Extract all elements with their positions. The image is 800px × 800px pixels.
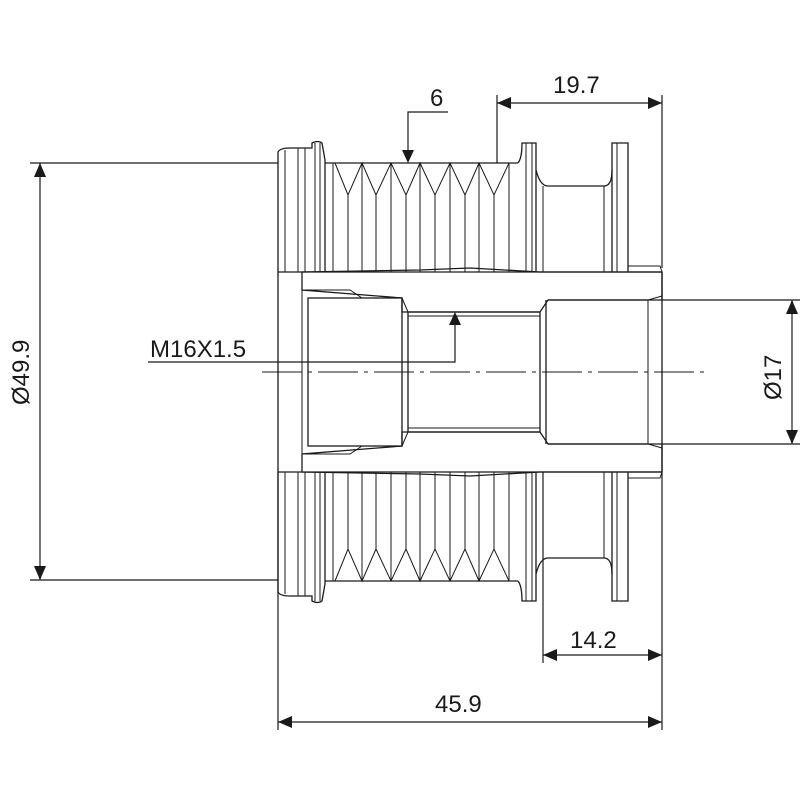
outer-diameter-label: Ø49.9	[8, 340, 35, 405]
dimension-hub-length: 14.2	[542, 472, 663, 730]
dimension-total-length: 45.9	[277, 472, 662, 730]
groove-count-label: 6	[430, 85, 443, 112]
dimension-outer-diameter: Ø49.9	[8, 162, 278, 581]
pulley-bottom-exterior	[277, 471, 663, 604]
total-length-label: 45.9	[435, 691, 482, 718]
dimension-thread: M16X1.5	[148, 312, 461, 363]
dimension-groove-count: 6	[402, 85, 448, 163]
pulley-section	[262, 267, 705, 477]
dimension-bore-diameter: Ø17	[662, 299, 800, 445]
hub-length-label: 14.2	[570, 627, 617, 654]
thread-label: M16X1.5	[150, 336, 246, 363]
dimension-groove-length: 19.7	[496, 72, 663, 268]
groove-length-label: 19.7	[553, 72, 600, 99]
bore-diameter-label: Ø17	[760, 355, 787, 400]
pulley-top-exterior	[277, 140, 663, 273]
